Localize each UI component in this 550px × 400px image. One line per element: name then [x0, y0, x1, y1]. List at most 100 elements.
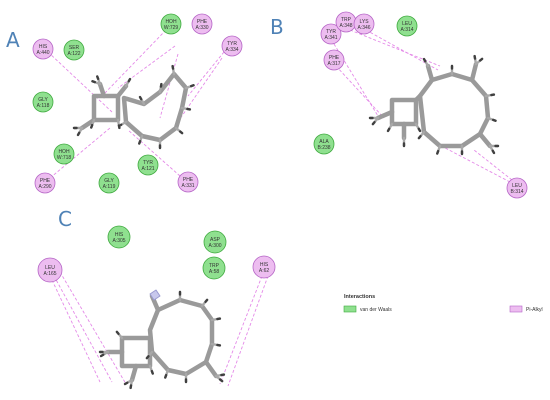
residue-lys-346[interactable]: LYS A:346 — [353, 13, 375, 35]
residue-trp-348[interactable]: TRP A:348 — [335, 11, 357, 33]
link-a-his440 — [47, 51, 113, 113]
residue-name: ASP — [210, 237, 221, 243]
link-c-leu165-c — [51, 279, 101, 383]
residue-number: A:346 — [357, 25, 370, 31]
link-b-trp348 — [349, 29, 441, 67]
residue-number: B:314 — [510, 189, 523, 195]
residue-name: HIS — [115, 232, 124, 238]
residue-name: TRP — [341, 17, 352, 23]
residue-number: A:121 — [141, 166, 154, 172]
residue-tyr-334[interactable]: TYR A:334 — [221, 35, 243, 57]
residue-trp-58[interactable]: TRP A:58 — [202, 256, 226, 280]
residue-number: W:718 — [57, 155, 72, 161]
residue-number: A:440 — [36, 50, 49, 56]
link-c-his62 — [219, 275, 263, 385]
ligand-c — [98, 289, 226, 390]
residue-name: GLY — [104, 178, 114, 184]
residue-his-62[interactable]: HIS A:62 — [252, 255, 276, 279]
residue-leu-165[interactable]: LEU A:165 — [37, 257, 63, 283]
link-a-tyr334 — [187, 51, 225, 97]
residue-name: PHE — [197, 19, 208, 25]
link-a-phe290 — [49, 127, 111, 179]
link-a-tyr334-b — [174, 57, 223, 127]
residue-hoh-729[interactable]: HOH W:729 — [160, 13, 182, 35]
residue-name: TRP — [209, 263, 220, 269]
residue-number: A:305 — [112, 238, 125, 244]
residue-ala-238[interactable]: ALA B:238 — [313, 133, 335, 155]
residue-number: A:119 — [103, 184, 116, 190]
residue-name: HIS — [260, 262, 269, 268]
residue-number: A:330 — [195, 25, 208, 31]
legend-label: van der Waals — [360, 307, 392, 313]
panel-c-residues: HIS A:305 ASP A:300 TRP A:58 LEU A:165 H… — [37, 225, 276, 283]
residue-number: A:118 — [37, 103, 50, 109]
ligand-structures — [72, 54, 500, 390]
residue-name: PHE — [329, 55, 340, 61]
residue-ser-122[interactable]: SER A:122 — [63, 39, 85, 61]
panel-letter-a: A — [6, 28, 20, 52]
residue-name: LYS — [359, 19, 369, 25]
interaction-lines — [47, 29, 513, 387]
legend-item-van-der-waals: van der Waals — [343, 305, 392, 313]
legend-swatch — [509, 305, 523, 313]
residue-number: A:165 — [43, 271, 56, 277]
link-a-phe331 — [127, 129, 181, 177]
residue-name: ALA — [319, 139, 329, 145]
residue-gly-119[interactable]: GLY A:119 — [98, 172, 120, 194]
legend-label: Pi-Alkyl — [526, 307, 543, 313]
legend-title: Interactions — [344, 294, 375, 300]
residue-tyr-121[interactable]: TYR A:121 — [137, 154, 159, 176]
residue-number: B:238 — [317, 145, 330, 151]
ligand-a — [72, 64, 195, 150]
link-c-his62-b — [227, 275, 269, 387]
residue-number: A:341 — [324, 35, 337, 41]
residue-name: LEU — [512, 183, 522, 189]
residue-name: HIS — [39, 44, 48, 50]
panel-letter-b: B — [270, 15, 284, 39]
residue-name: LEU — [45, 265, 55, 271]
residue-name: SER — [69, 45, 80, 51]
residue-tyr-341[interactable]: TYR A:341 — [320, 23, 342, 45]
residue-number: A:122 — [67, 51, 80, 57]
residue-name: HOH — [165, 19, 177, 25]
residue-number: A:300 — [208, 243, 221, 249]
residue-asp-300[interactable]: ASP A:300 — [203, 230, 227, 254]
residue-phe-330[interactable]: PHE A:330 — [191, 13, 213, 35]
residue-hoh-718[interactable]: HOH W:718 — [53, 143, 75, 165]
residue-name: PHE — [40, 178, 51, 184]
residue-number: A:58 — [209, 269, 220, 275]
residue-his-440[interactable]: HIS A:440 — [32, 38, 54, 60]
residue-his-305[interactable]: HIS A:305 — [107, 225, 131, 249]
residue-number: A:334 — [225, 47, 238, 53]
link-a-hoh729 — [103, 29, 167, 95]
residue-number: A:314 — [400, 27, 413, 33]
residue-name: GLY — [38, 97, 48, 103]
link-c-leu165-b — [59, 271, 127, 385]
link-a-phe330 — [117, 45, 176, 89]
residue-number: W:729 — [164, 25, 179, 31]
residue-name: TYR — [227, 41, 237, 47]
residue-number: A:290 — [38, 184, 51, 190]
ligand-b — [368, 54, 500, 156]
residue-name: TYR — [143, 160, 153, 166]
link-b-leu314-b — [473, 149, 513, 181]
panel-b-residues: TYR A:341 TRP A:348 LYS A:346 LEU A:314 … — [313, 11, 528, 199]
residue-number: A:348 — [339, 23, 352, 29]
panel-a-residues: HIS A:440 SER A:122 HOH W:729 PHE A:330 … — [32, 13, 243, 194]
link-c-leu165 — [53, 275, 113, 383]
link-b-phe317 — [335, 65, 385, 119]
residue-number: A:62 — [259, 268, 270, 274]
residue-phe-331[interactable]: PHE A:331 — [177, 171, 199, 193]
residue-leu-314-b[interactable]: LEU B:314 — [506, 177, 528, 199]
residue-number: A:331 — [181, 183, 194, 189]
residue-phe-290[interactable]: PHE A:290 — [34, 172, 56, 194]
residue-gly-118[interactable]: GLY A:118 — [32, 91, 54, 113]
legend: Interactions van der Waals Pi-Alkyl — [343, 294, 543, 313]
residue-leu-314-a[interactable]: LEU A:314 — [396, 15, 418, 37]
residue-name: LEU — [402, 21, 412, 27]
residue-phe-317[interactable]: PHE A:317 — [323, 49, 345, 71]
residue-name: PHE — [183, 177, 194, 183]
residue-number: A:317 — [327, 61, 340, 67]
panel-letter-c: C — [58, 207, 72, 231]
